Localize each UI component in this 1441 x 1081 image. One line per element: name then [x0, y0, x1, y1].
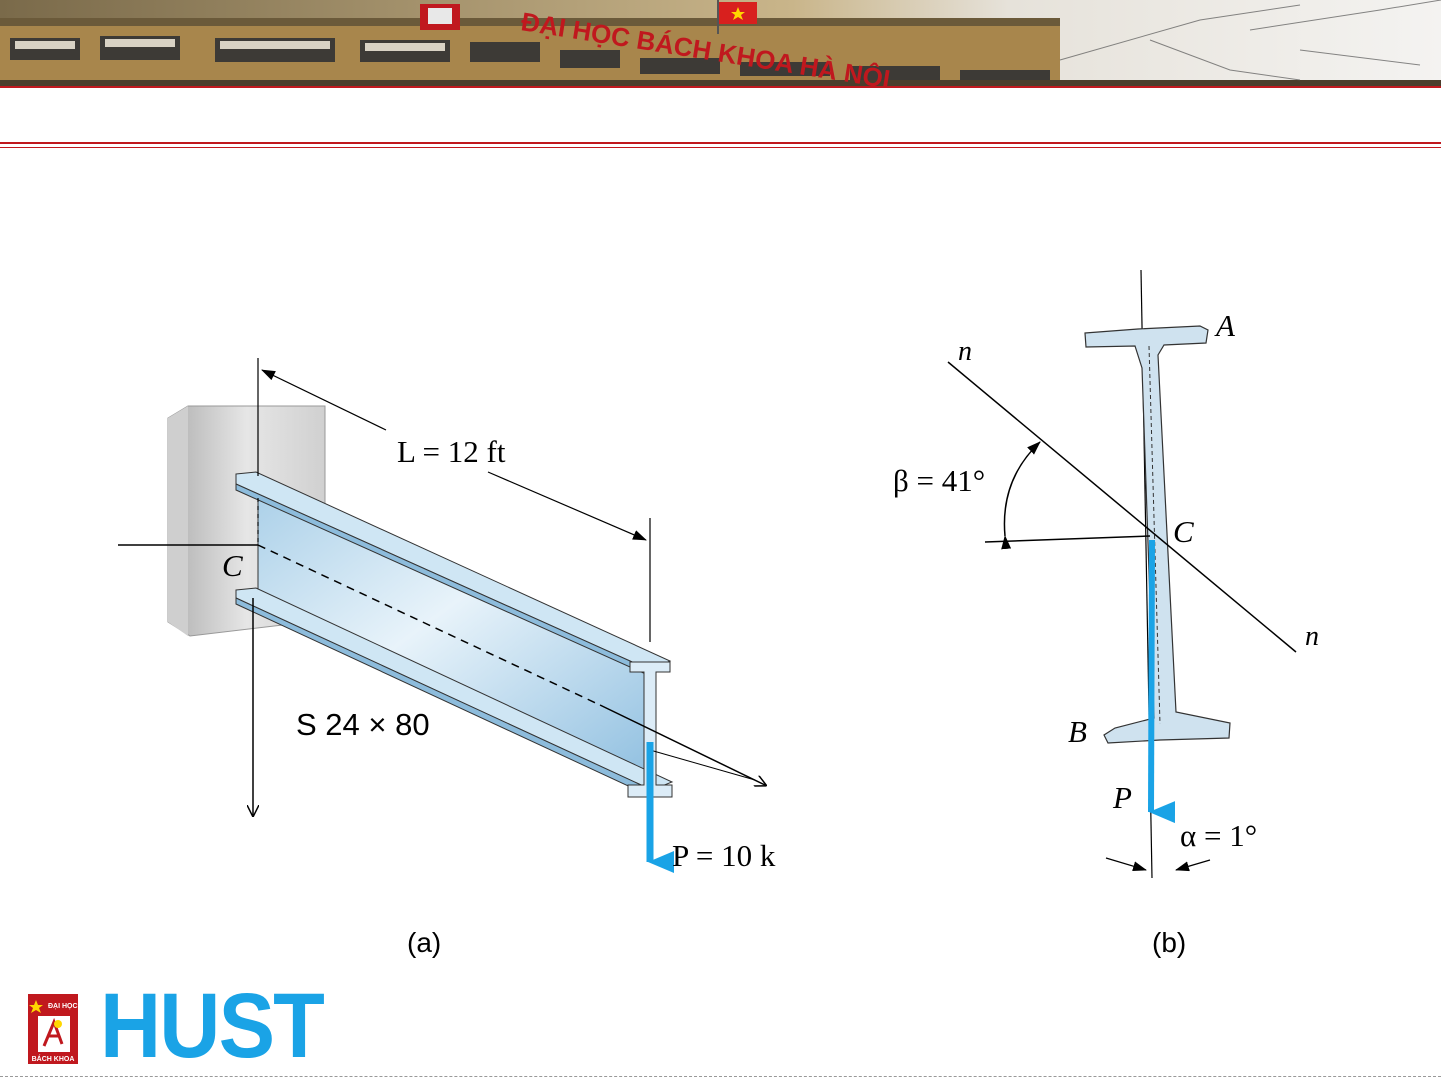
load-arrow-b: [1151, 540, 1152, 812]
point-b-label: B: [1068, 714, 1087, 749]
horizontal-reference-b: [985, 536, 1150, 542]
beta-arc: [1004, 442, 1040, 536]
neutral-axis: [948, 362, 1296, 652]
alpha-arrow-left: [1106, 858, 1146, 870]
hust-logo: ĐẠI HỌC BÁCH KHOA: [28, 994, 78, 1064]
neutral-axis-label-bottom: n: [1305, 621, 1319, 652]
centroid-label-a: C: [222, 548, 243, 583]
alpha-arrow-right: [1176, 860, 1210, 870]
logo-top-text: ĐẠI HỌC: [48, 1003, 78, 1010]
i-section: [1085, 326, 1230, 743]
caption-a: (a): [407, 927, 441, 958]
load-label-b: P: [1112, 780, 1132, 815]
point-c-label: C: [1173, 514, 1194, 549]
point-a-label: A: [1214, 308, 1236, 343]
figure-b: n n β = 41° A C B P α = 1° (b): [893, 270, 1319, 958]
beta-label: β = 41°: [893, 463, 985, 498]
load-label-a: P = 10 k: [672, 838, 776, 873]
dim-arrow-right: [488, 472, 646, 540]
footer-divider: [0, 1076, 1441, 1077]
figure-a: L = 12 ft C S 24 × 80 P = 10 k (a): [118, 358, 776, 958]
caption-b: (b): [1152, 927, 1186, 958]
neutral-axis-label-top: n: [958, 336, 972, 367]
wall-side-face: [168, 406, 188, 636]
alpha-label: α = 1°: [1180, 818, 1257, 853]
logo-bottom-text: BÁCH KHOA: [32, 1054, 75, 1063]
length-label: L = 12 ft: [397, 434, 506, 469]
hust-brand: HUST: [100, 980, 323, 1072]
section-label: S 24 × 80: [296, 707, 430, 742]
